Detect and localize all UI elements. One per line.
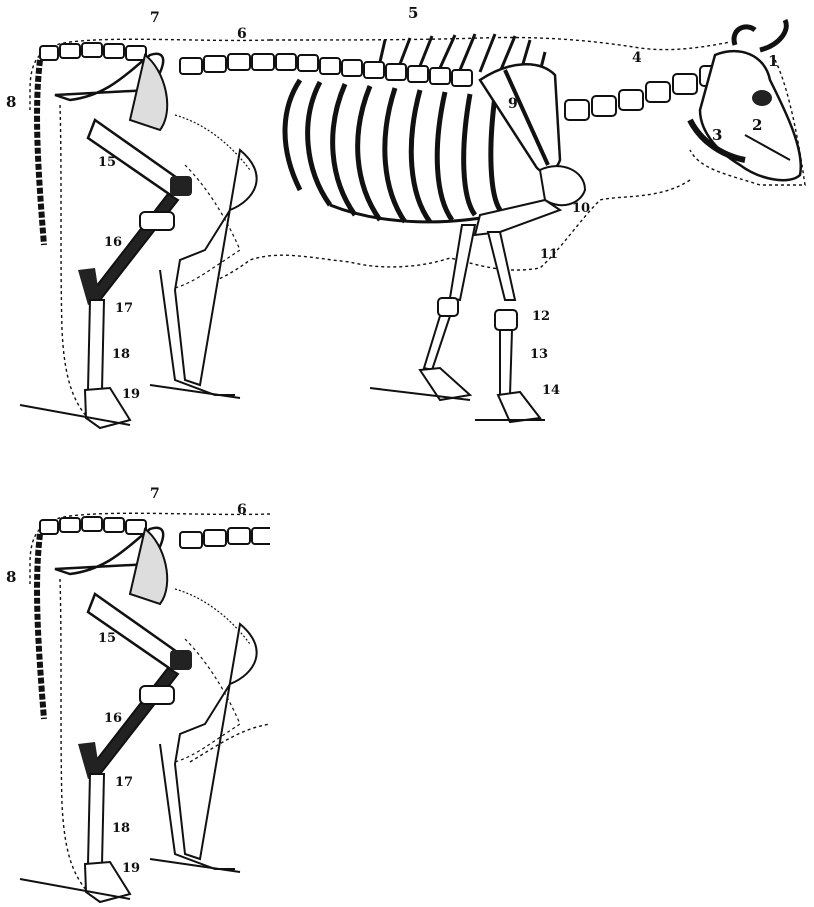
horns [734,20,786,50]
detail-label-16: 16 [104,711,122,726]
detail-figure: 7 6 8 15 16 17 18 19 [6,486,274,902]
label-10: 10 [572,201,590,216]
detail-label-7: 7 [150,486,160,502]
hindquarter-skeleton [20,39,274,428]
label-3: 3 [712,126,722,144]
main-figure: 1 2 3 4 5 6 7 8 9 10 11 12 13 14 15 16 1… [6,4,805,428]
label-4: 4 [632,50,642,66]
skull [700,51,801,180]
foreleg-far [450,225,475,300]
detail-label-18: 18 [112,821,130,836]
neck-vertebrae [565,66,722,120]
label-19: 19 [122,387,140,402]
foreleg-near [488,232,515,300]
detail-label-19: 19 [122,861,140,876]
label-8: 8 [6,93,16,111]
label-7: 7 [150,10,160,26]
detail-label-8: 8 [6,568,16,586]
label-15: 15 [98,155,116,170]
label-17: 17 [115,301,133,316]
label-13: 13 [530,347,548,362]
label-1: 1 [768,52,778,70]
rib-cage [285,80,500,222]
label-14: 14 [542,383,560,398]
label-18: 18 [112,347,130,362]
label-2: 2 [752,116,762,134]
detail-label-15: 15 [98,631,116,646]
label-11: 11 [540,247,558,262]
label-6: 6 [237,26,247,42]
label-5: 5 [408,4,418,22]
label-9: 9 [508,96,518,112]
detail-hindquarter-skeleton [20,513,274,902]
detail-label-6: 6 [237,502,247,518]
label-12: 12 [532,309,550,324]
label-16: 16 [104,235,122,250]
detail-label-17: 17 [115,775,133,790]
